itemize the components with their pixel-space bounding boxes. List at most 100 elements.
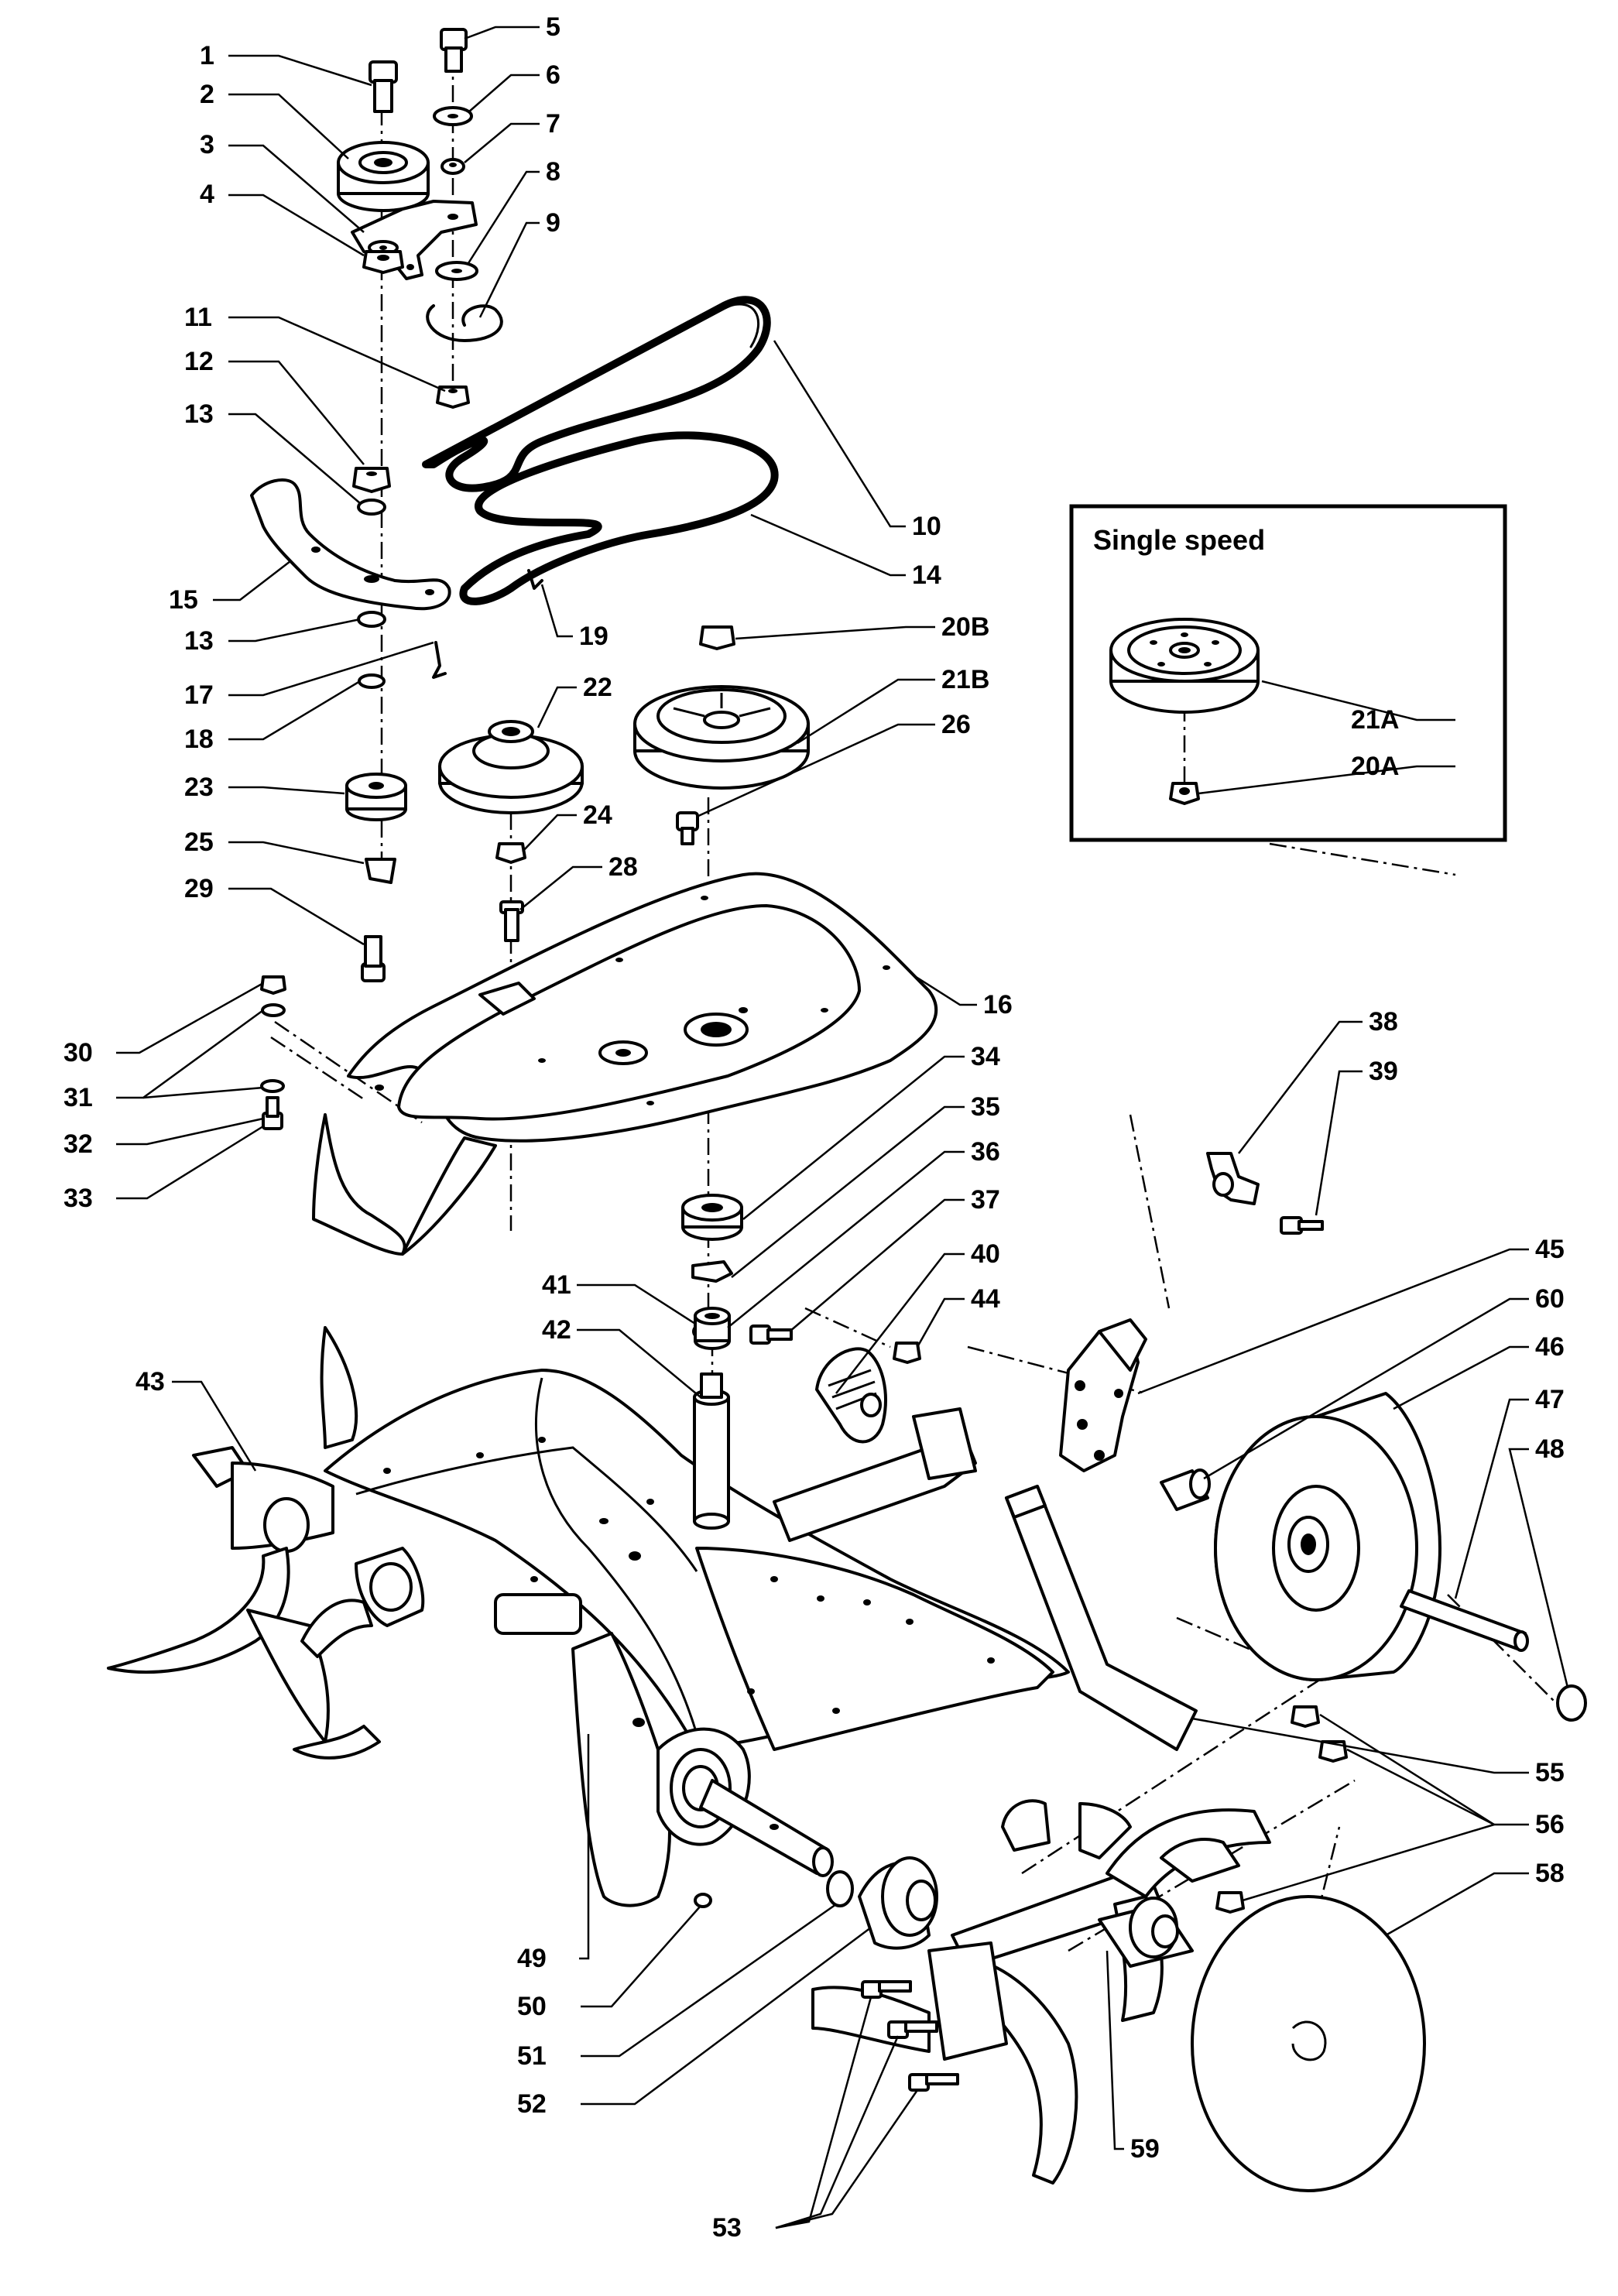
bolt-33 [262, 1096, 283, 1130]
callout-22: 22 [583, 673, 612, 702]
callout-labels: 1 2 3 4 5 6 7 8 9 11 12 13 15 13 17 18 1… [63, 12, 1565, 2243]
callout-19: 19 [579, 622, 608, 651]
callout-25: 25 [184, 828, 214, 857]
callout-2: 2 [200, 80, 214, 109]
callout-16: 16 [983, 990, 1013, 1019]
axle-47 [1400, 1589, 1529, 1652]
washer-13a [357, 499, 386, 516]
washer-13b [357, 611, 386, 628]
inset-title: Single speed [1093, 524, 1265, 556]
callout-58: 58 [1535, 1859, 1565, 1888]
callout-30: 30 [63, 1038, 93, 1067]
bolt-39 [1280, 1216, 1324, 1235]
callout-49: 49 [517, 1944, 547, 1973]
handle-bar [773, 1407, 977, 1542]
callout-11: 11 [184, 303, 212, 332]
leader-lines [116, 26, 1569, 2229]
cap-48 [1556, 1684, 1587, 1722]
bolt-5 [440, 28, 468, 73]
callout-51: 51 [517, 2041, 547, 2071]
callout-50: 50 [517, 1992, 547, 2021]
callout-43: 43 [135, 1367, 165, 1396]
hub-52 [858, 1856, 938, 1950]
seal-35 [691, 1260, 733, 1283]
spacer-60 [1160, 1468, 1211, 1511]
bolt-29 [361, 935, 386, 982]
callout-48: 48 [1535, 1434, 1565, 1464]
callout-35: 35 [971, 1092, 1000, 1122]
callout-41: 41 [542, 1270, 571, 1300]
callout-17: 17 [184, 680, 214, 710]
washer-51 [826, 1870, 854, 1907]
belt-14 [459, 431, 779, 605]
callout-15: 15 [169, 585, 198, 615]
callout-26: 26 [941, 710, 971, 739]
pulley-21B [633, 685, 810, 790]
stand-55 [1005, 1485, 1198, 1751]
callout-24: 24 [583, 800, 612, 830]
callout-53: 53 [712, 2213, 742, 2243]
callout-21A: 21A [1351, 705, 1399, 735]
callout-6: 6 [546, 60, 560, 90]
washer-31a [261, 1003, 286, 1017]
idler-pulley-23 [345, 773, 407, 821]
disc-58 [1191, 1895, 1426, 2192]
bracket-45 [1059, 1318, 1147, 1472]
callout-33: 33 [63, 1184, 93, 1213]
callout-23: 23 [184, 773, 214, 802]
callout-42: 42 [542, 1315, 571, 1345]
callout-8: 8 [546, 157, 560, 187]
nut-20B [699, 625, 735, 650]
bearing-34 [681, 1194, 743, 1241]
callout-12: 12 [184, 347, 214, 376]
callout-7: 7 [546, 109, 560, 139]
callout-52: 52 [517, 2089, 547, 2119]
nut-11 [436, 386, 470, 409]
nut-12 [352, 467, 391, 493]
nut-50 [694, 1893, 712, 1908]
callout-28: 28 [608, 852, 638, 882]
callout-56: 56 [1535, 1810, 1565, 1839]
callout-20B: 20B [941, 612, 989, 642]
callout-3: 3 [200, 130, 214, 159]
clamp-38 [1206, 1152, 1260, 1205]
nut-44 [893, 1342, 921, 1364]
callout-45: 45 [1535, 1235, 1565, 1264]
callout-21B: 21B [941, 665, 989, 694]
nut-7 [440, 158, 465, 175]
callout-38: 38 [1369, 1007, 1398, 1037]
callout-5: 5 [546, 12, 560, 42]
spring-9 [426, 304, 503, 342]
callout-20A: 20A [1351, 752, 1399, 781]
pulley-22 [438, 720, 584, 814]
gearbox-housing [494, 1593, 751, 1907]
callout-60: 60 [1535, 1284, 1565, 1314]
callout-10: 10 [912, 512, 941, 541]
callout-46: 46 [1535, 1332, 1565, 1362]
bolt-37 [749, 1324, 793, 1345]
belt-10 [422, 296, 771, 492]
callout-44: 44 [971, 1284, 1000, 1314]
callout-9: 9 [546, 208, 560, 238]
shaft-42 [693, 1372, 730, 1530]
washer-8 [435, 261, 478, 281]
callout-59: 59 [1130, 2134, 1160, 2164]
clip-19 [527, 569, 543, 590]
bolts-53 [861, 1980, 959, 2092]
callout-39: 39 [1369, 1057, 1398, 1086]
callout-32: 32 [63, 1129, 93, 1159]
nuts-56 [1215, 1705, 1348, 1914]
bolt-1 [369, 60, 398, 113]
wheel-46 [1214, 1392, 1441, 1681]
callout-36: 36 [971, 1137, 1000, 1167]
tines-43 [107, 1326, 425, 1760]
washer-18 [358, 673, 386, 689]
belt-cover-16 [312, 872, 938, 1256]
callout-1: 1 [200, 41, 214, 70]
callout-47: 47 [1535, 1385, 1565, 1414]
bushing-41 [694, 1307, 731, 1350]
callout-14: 14 [912, 560, 941, 590]
washer-6 [433, 106, 473, 126]
bolt-26 [676, 811, 699, 845]
